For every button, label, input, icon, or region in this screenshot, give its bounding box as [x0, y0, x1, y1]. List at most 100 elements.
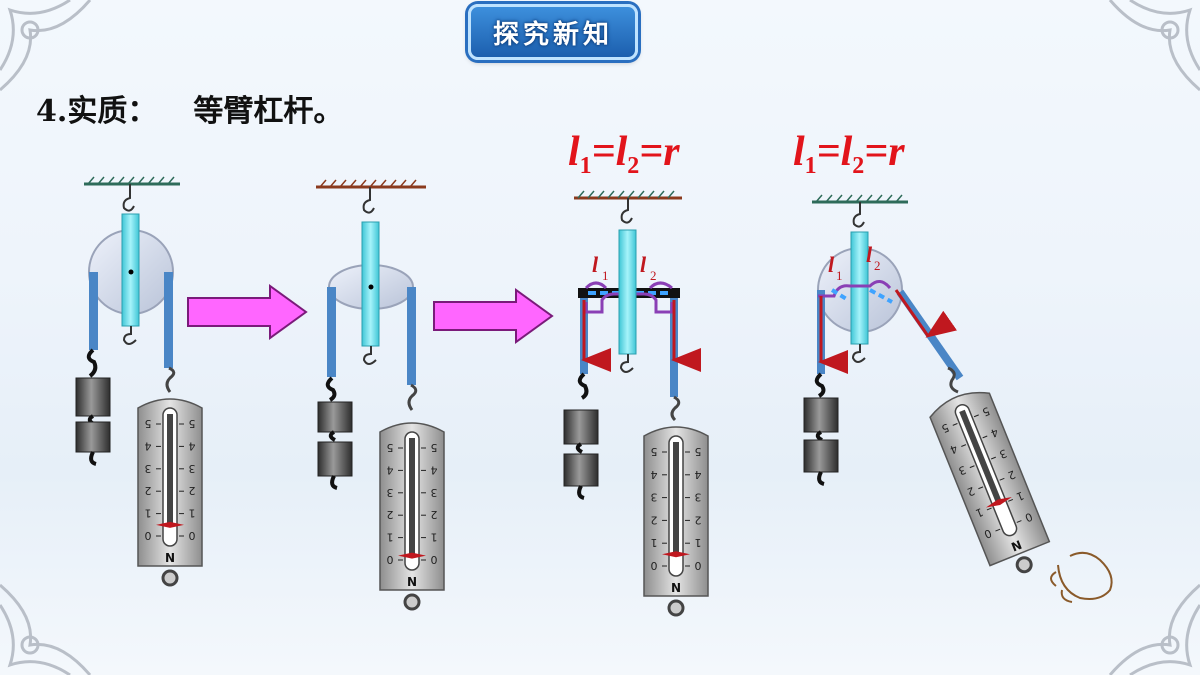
scale-tick-label: 1 — [387, 531, 394, 544]
formula-eq: = — [864, 129, 889, 175]
scale-unit: N — [165, 551, 175, 565]
ceiling-hatch — [87, 176, 175, 185]
scale-tick-label: 2 — [695, 513, 702, 526]
scale-unit: N — [671, 581, 681, 595]
scale-tick-label: 3 — [145, 462, 152, 475]
scale-tick-label: 0 — [695, 559, 702, 572]
scale-tick-label: 5 — [651, 445, 658, 458]
badge-text: 探究新知 — [492, 19, 613, 50]
scale-unit: N — [1009, 538, 1024, 555]
scale-tick-label: 3 — [957, 463, 968, 478]
scale-tick-label: 4 — [695, 468, 702, 481]
scale-tick-label: 5 — [387, 441, 394, 454]
formula-2: l1=l2=r — [793, 128, 905, 180]
hand — [1050, 551, 1113, 603]
scale-tick-label: 0 — [982, 526, 993, 541]
formula-sub: 2 — [852, 153, 865, 179]
weight — [75, 377, 111, 417]
formula-r: r — [663, 129, 680, 175]
heading: 4.实质： 等臂杠杆。 — [36, 86, 343, 130]
figure-4: l 1 l 2 — [803, 194, 1113, 603]
formula-r: r — [888, 129, 905, 175]
arm-sub: 1 — [602, 268, 609, 283]
arm-sub: 2 — [874, 258, 881, 273]
scale-tick-label: 5 — [980, 404, 991, 419]
scale-tick-label: 0 — [189, 529, 196, 542]
scale-tick-label: 5 — [431, 441, 438, 454]
arm-sub: 1 — [836, 268, 843, 283]
spring-scale: 5 5 4 4 3 3 2 2 1 1 0 0N — [929, 391, 1051, 574]
formula-1: l1=l2=r — [568, 128, 680, 180]
scale-tick-label: 5 — [695, 445, 702, 458]
lever-arm-left — [584, 292, 622, 314]
scale-tube — [361, 221, 380, 347]
scale-unit: N — [407, 575, 417, 589]
formula-sub: 1 — [804, 153, 817, 179]
corner-ornament-top-right — [1108, 0, 1200, 92]
scale-tick-label: 3 — [997, 446, 1008, 461]
formula-l: l — [615, 129, 628, 175]
scale-tick-label: 2 — [431, 508, 438, 521]
scale-tick-label: 1 — [695, 536, 702, 549]
scale-tick-label: 3 — [651, 491, 658, 504]
arm-sub: 2 — [650, 268, 657, 283]
scale-tick-label: 3 — [695, 491, 702, 504]
formula-l: l — [840, 129, 853, 175]
scale-tick-label: 4 — [989, 425, 1000, 440]
figure-1 — [75, 176, 180, 466]
formula-sub: 1 — [579, 153, 592, 179]
formula-l: l — [568, 129, 580, 175]
scale-tick-label: 0 — [651, 559, 658, 572]
scale-tick-label: 2 — [145, 484, 152, 497]
figure-3: l 1 l 2 — [563, 190, 701, 500]
arrow-right — [433, 288, 554, 344]
scale-tick-label: 0 — [145, 529, 152, 542]
formula-eq: = — [591, 129, 616, 175]
scale-tick-label: 5 — [189, 417, 196, 430]
scale-tick-label: 1 — [1014, 489, 1025, 504]
rope — [327, 287, 336, 377]
formula-eq: = — [816, 129, 841, 175]
scale-tick-label: 1 — [974, 505, 985, 520]
scale-tick-label: 4 — [189, 439, 196, 452]
formula-sub: 2 — [627, 153, 640, 179]
scale-tick-label: 0 — [387, 553, 394, 566]
scale-tick-label: 2 — [387, 508, 394, 521]
heading-value: 等臂杠杆。 — [193, 94, 344, 129]
scale-tick-label: 3 — [431, 486, 438, 499]
scale-tick-label: 2 — [1006, 467, 1017, 482]
rope — [89, 272, 98, 350]
figure-2 — [316, 179, 426, 490]
scale-tick-label: 4 — [431, 463, 438, 476]
arm-label: l — [592, 252, 599, 277]
scale-tick-label: 3 — [387, 486, 394, 499]
scale-tick-label: 2 — [189, 484, 196, 497]
scale-tick-label: 2 — [965, 484, 976, 499]
arm-label: l — [866, 242, 873, 267]
rope — [407, 287, 416, 385]
scale-tick-label: 0 — [1023, 510, 1034, 525]
lever-arm-right — [636, 292, 674, 314]
scale-tick-label: 1 — [651, 536, 658, 549]
formula-l: l — [793, 129, 805, 175]
arm-label: l — [828, 252, 835, 277]
scale-tick-label: 1 — [145, 507, 152, 520]
scale-tick-label: 4 — [387, 463, 394, 476]
scale-tick-label: 5 — [145, 417, 152, 430]
arrow-right — [187, 284, 308, 340]
formula-eq: = — [639, 129, 664, 175]
corner-ornament-bottom-right — [1108, 583, 1200, 675]
heading-label: 4.实质： — [36, 94, 158, 129]
scale-tick-label: 4 — [948, 442, 959, 457]
weight — [75, 421, 111, 453]
scale-tick-label: 5 — [939, 421, 950, 436]
arm-label: l — [640, 252, 647, 277]
scale-tick-label: 2 — [651, 513, 658, 526]
scale-tick-label: 3 — [189, 462, 196, 475]
